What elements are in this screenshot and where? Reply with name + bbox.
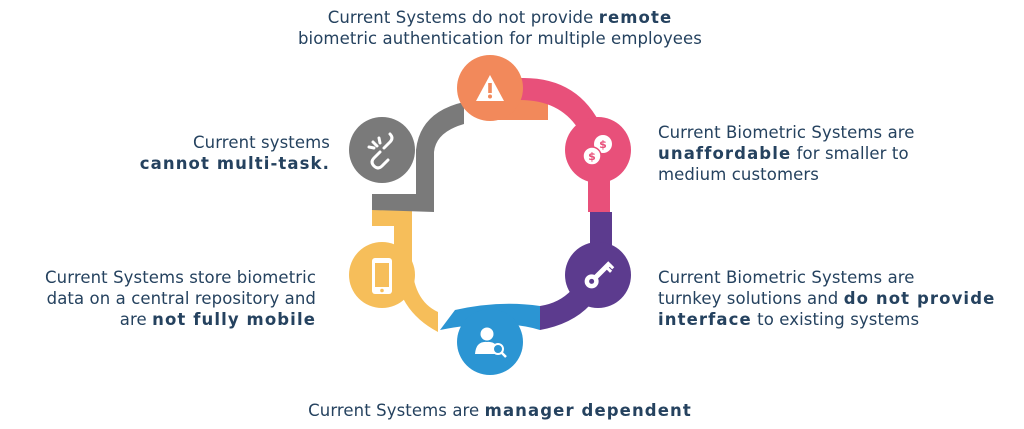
label-top-line-1: Current Systems do not provide remote bbox=[327, 8, 673, 27]
user-search-icon bbox=[475, 327, 507, 358]
label-lower-left-line-3: are not fully mobile bbox=[119, 310, 316, 329]
band-lower-right bbox=[540, 212, 612, 330]
band-upper-left bbox=[372, 102, 464, 212]
key-icon bbox=[584, 261, 615, 289]
label-lower-right: Current Biometric Systems are turnkey so… bbox=[658, 267, 1018, 330]
label-upper-right-line-3: medium customers bbox=[658, 165, 819, 184]
svg-text:$: $ bbox=[588, 150, 596, 163]
label-upper-right: Current Biometric Systems are unaffordab… bbox=[658, 122, 998, 185]
label-lower-right-line-1: Current Biometric Systems are bbox=[658, 268, 915, 287]
label-lower-left-line-2: data on a central repository and bbox=[46, 289, 316, 308]
label-lower-left-line-1: Current Systems store biometric bbox=[45, 268, 316, 287]
label-upper-right-line-1: Current Biometric Systems are bbox=[658, 123, 915, 142]
label-lower-right-line-2: turnkey solutions and do not provide bbox=[658, 289, 996, 308]
label-upper-right-line-2: unaffordable for smaller to bbox=[658, 144, 909, 163]
label-upper-left-line-2: cannot multi-task. bbox=[139, 154, 330, 173]
label-lower-right-line-3: interface to existing systems bbox=[658, 310, 920, 329]
band-upper-right bbox=[520, 77, 610, 212]
coins-icon: $ $ bbox=[582, 135, 612, 166]
label-lower-left: Current Systems store biometric data on … bbox=[10, 267, 316, 330]
broken-link-icon bbox=[367, 132, 394, 170]
label-upper-left-line-1: Current systems bbox=[193, 133, 330, 152]
svg-text:$: $ bbox=[599, 138, 607, 151]
label-top: Current Systems do not provide remote bi… bbox=[240, 7, 760, 49]
mobile-phone-icon bbox=[372, 258, 392, 294]
node-bottom bbox=[457, 309, 523, 375]
label-bottom: Current Systems are manager dependent bbox=[270, 400, 730, 421]
label-top-line-2: biometric authentication for multiple em… bbox=[297, 29, 703, 48]
warning-icon bbox=[476, 75, 504, 101]
label-bottom-line-1: Current Systems are manager dependent bbox=[308, 401, 692, 420]
label-upper-left: Current systems cannot multi-task. bbox=[110, 132, 330, 174]
node-upper-left bbox=[349, 117, 415, 183]
